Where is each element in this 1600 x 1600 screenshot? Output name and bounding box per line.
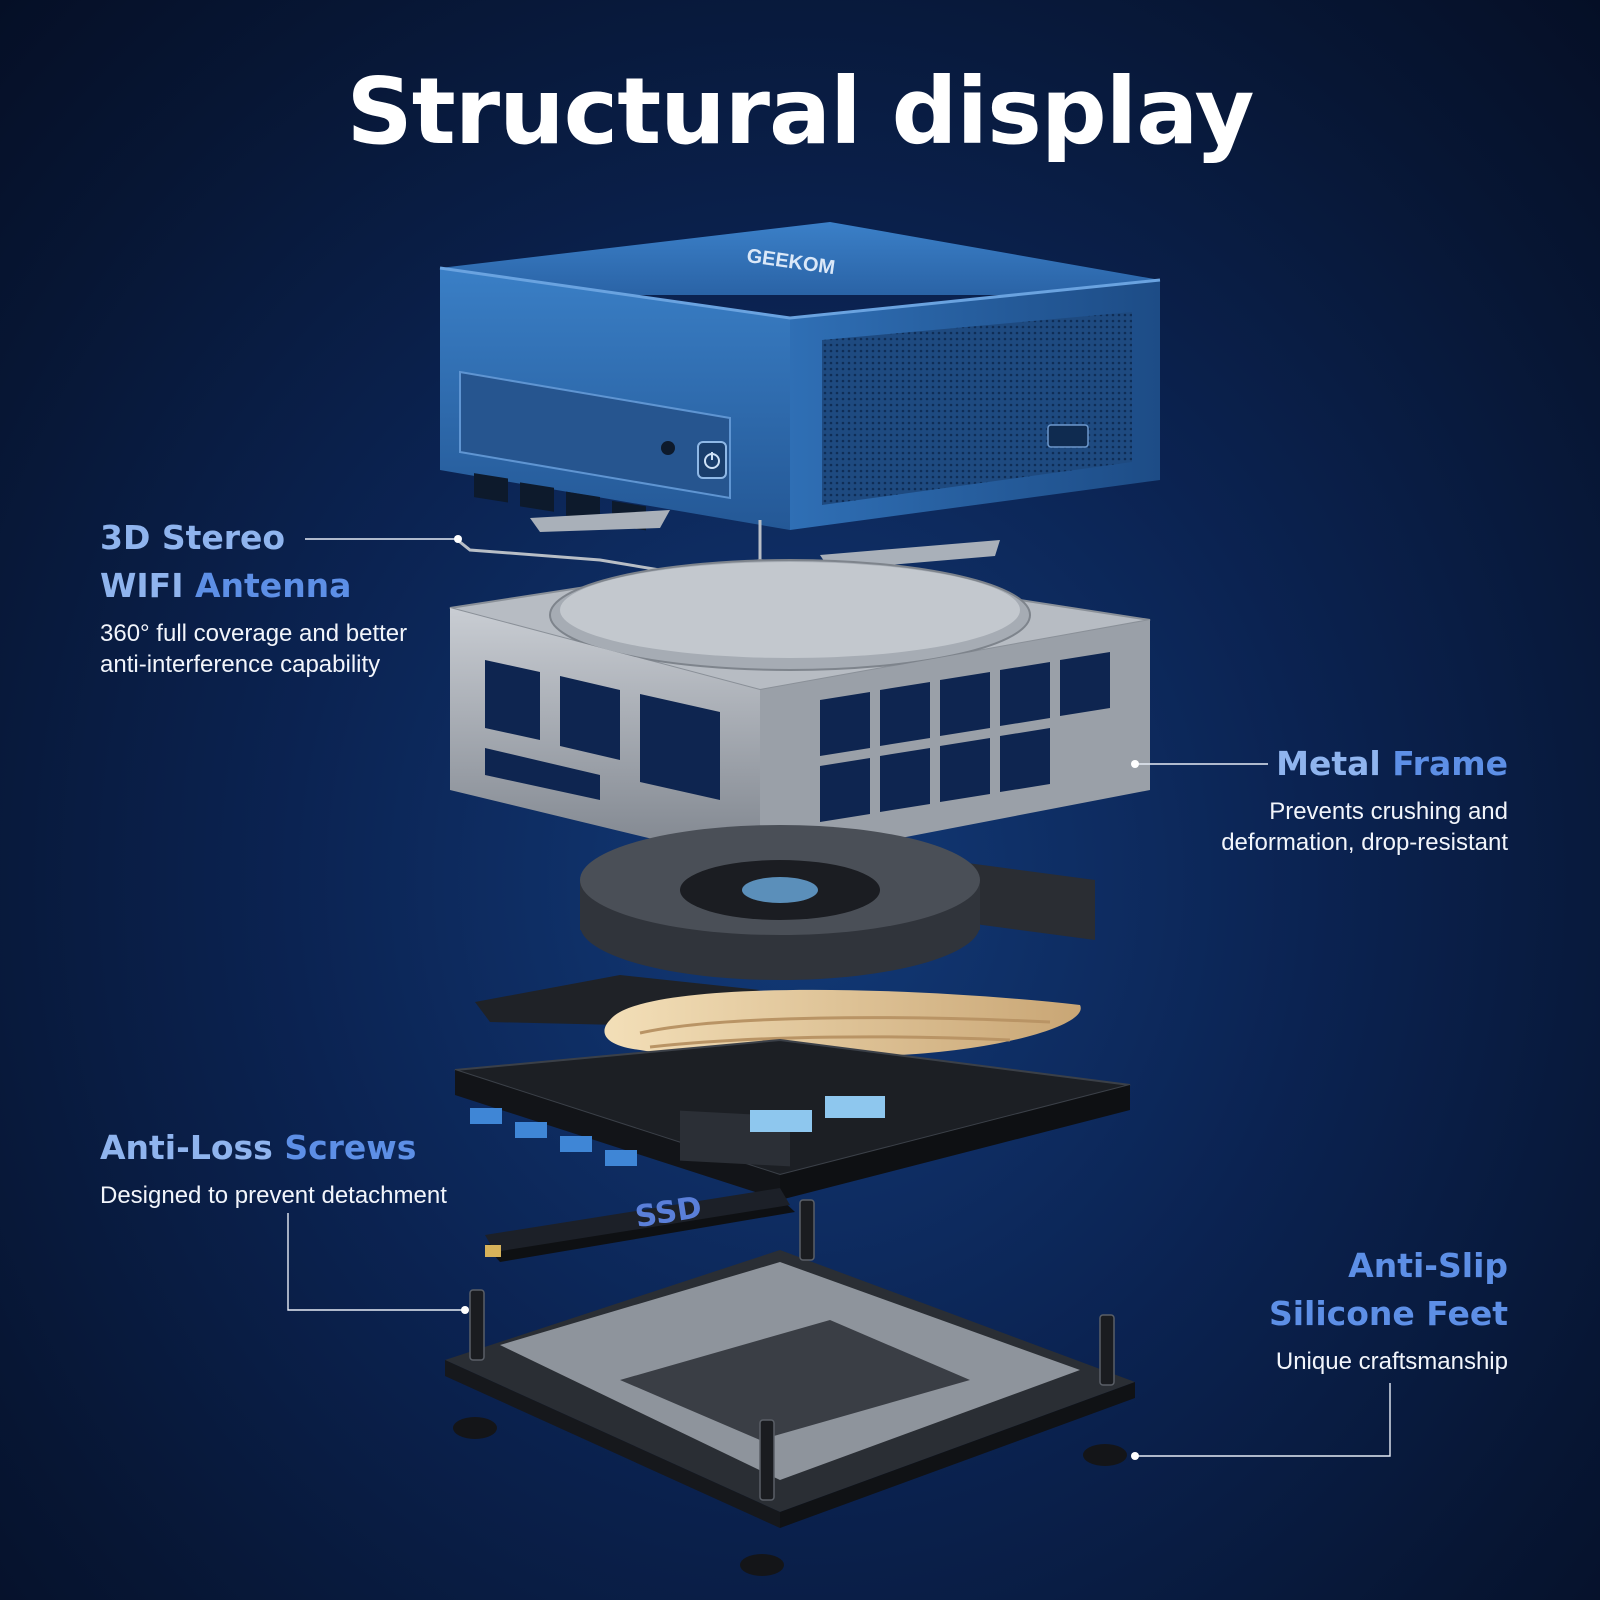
usb-port-icon	[470, 1108, 502, 1124]
feet-callout-line	[1137, 1383, 1391, 1457]
screws-callout-line	[287, 1213, 462, 1311]
page-title: Structural display	[346, 58, 1255, 165]
screws-description-line1: Designed to prevent detachment	[100, 1182, 447, 1209]
screw-icon	[799, 1199, 815, 1261]
thermal-pad	[825, 1096, 885, 1118]
antenna-description-line2: anti-interference capability	[100, 651, 381, 678]
lock-slot-icon	[1047, 424, 1089, 448]
usb-port-icon	[560, 1136, 592, 1152]
foot-icon	[1083, 1444, 1127, 1466]
feet-feature: Anti-Slip Silicone Feet Unique craftsman…	[1269, 1242, 1508, 1377]
usb-port-icon	[515, 1122, 547, 1138]
metal-frame-feature: Metal Frame Prevents crushing and deform…	[1221, 740, 1508, 858]
callout-dot	[1131, 760, 1139, 768]
metal-frame	[449, 558, 1151, 900]
screws-title-a: Anti-Loss	[100, 1128, 273, 1167]
screws-feature: Anti-Loss Screws Designed to prevent det…	[100, 1124, 447, 1211]
antenna-feature: 3D Stereo WIFI Antenna 360° full coverag…	[100, 514, 407, 680]
port-panel	[459, 370, 731, 500]
audio-jack-icon	[661, 441, 675, 455]
callout-dot	[461, 1306, 469, 1314]
metal-frame-description-line2: deformation, drop-resistant	[1221, 829, 1508, 856]
metal-frame-title-b: Frame	[1392, 744, 1508, 783]
screws-title: Anti-Loss Screws	[100, 1124, 447, 1172]
antenna-description-line1: 360° full coverage and better	[100, 620, 408, 647]
screw-icon	[1099, 1314, 1115, 1386]
chassis-top	[440, 222, 1160, 295]
usb-port-icon	[474, 473, 508, 503]
cooling-fan	[580, 825, 1095, 980]
antenna-title-accent: Antenna	[195, 566, 352, 605]
silicone-feet	[453, 1417, 1127, 1576]
feet-title-line2: Silicone Feet	[1268, 1294, 1508, 1333]
usb-port-icon	[605, 1150, 637, 1166]
metal-frame-description-line1: Prevents crushing and	[1269, 798, 1508, 825]
callout-dot	[1131, 1452, 1139, 1460]
motherboard	[454, 1038, 1131, 1200]
antenna-title-line1: 3D Stereo	[100, 518, 286, 557]
anti-loss-screws	[469, 1199, 1115, 1501]
screw-icon	[469, 1289, 485, 1361]
feet-description-line1: Unique craftsmanship	[1275, 1348, 1508, 1375]
antenna-title-line2: WIFI Antenna	[100, 562, 407, 610]
feet-title-line1: Anti-Slip	[1348, 1246, 1508, 1285]
usb-port-icon	[520, 482, 554, 512]
usb-ports-blue	[470, 1108, 637, 1166]
side-vent-mesh	[822, 312, 1132, 505]
thermal-pad	[750, 1110, 812, 1132]
bottom-case	[445, 1199, 1135, 1576]
blue-chassis: GEEKOM	[439, 222, 1161, 531]
screws-title-b: Screws	[284, 1128, 417, 1167]
foot-icon	[453, 1417, 497, 1439]
foot-icon	[740, 1554, 784, 1576]
metal-frame-title: Metal Frame	[1221, 740, 1508, 788]
antenna-title-wifi: WIFI	[100, 566, 184, 605]
screw-icon	[759, 1419, 775, 1501]
heat-pipes	[475, 975, 1081, 1059]
metal-frame-title-a: Metal	[1276, 744, 1381, 783]
usb-port-icon	[566, 491, 600, 522]
callout-dot	[454, 535, 462, 543]
